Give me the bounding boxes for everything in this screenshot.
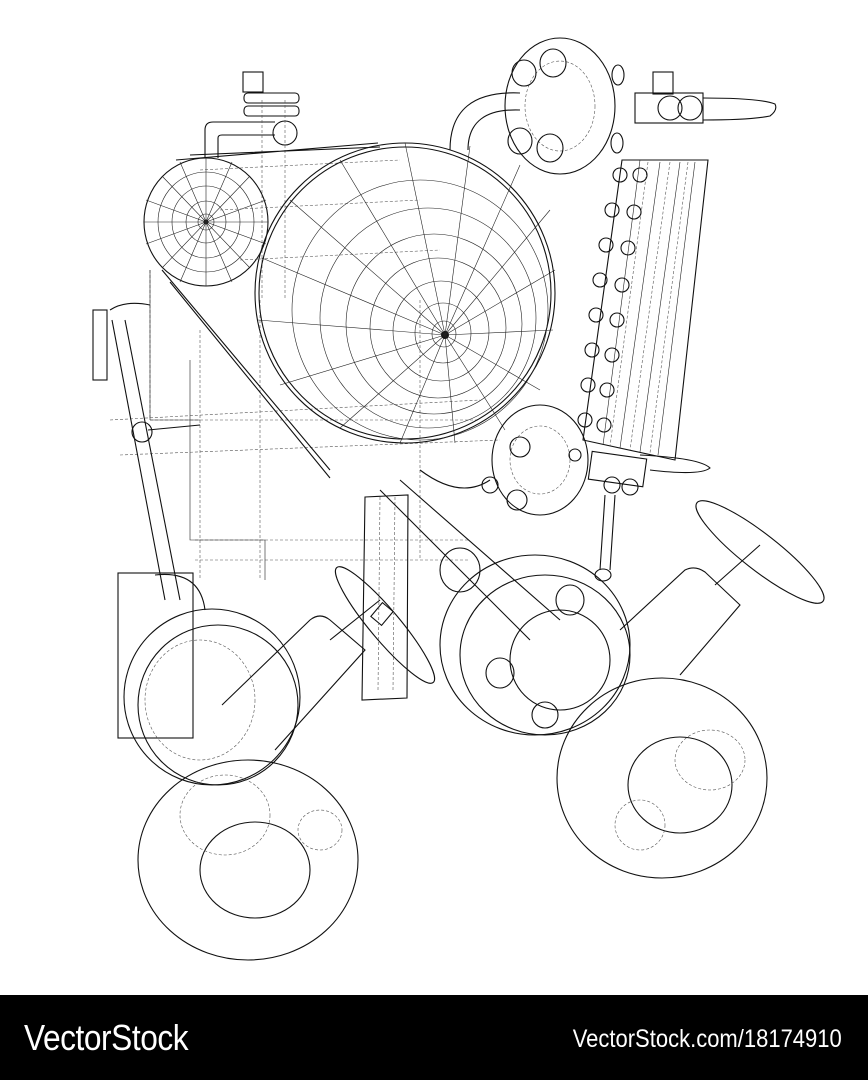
left-pipe	[92, 302, 201, 601]
image-reference: VectorStock.com/18174910	[572, 1025, 842, 1053]
rear-dome	[143, 157, 269, 287]
vessel-body	[161, 142, 441, 479]
top-pipe	[204, 71, 300, 300]
watermark-footer: VectorStock VectorStock.com/18174910	[0, 995, 868, 1080]
support-frame	[109, 270, 501, 580]
left-valve	[117, 566, 436, 961]
pressure-vessel-drawing	[92, 37, 825, 961]
main-dome	[254, 142, 556, 444]
upper-flange	[449, 37, 777, 175]
brand-logo: VectorStock	[24, 1017, 189, 1058]
level-gauge	[577, 159, 711, 582]
center-bracket	[361, 479, 561, 701]
right-valve	[439, 500, 825, 879]
middle-flange	[419, 404, 589, 516]
wireframe-illustration	[92, 37, 825, 961]
